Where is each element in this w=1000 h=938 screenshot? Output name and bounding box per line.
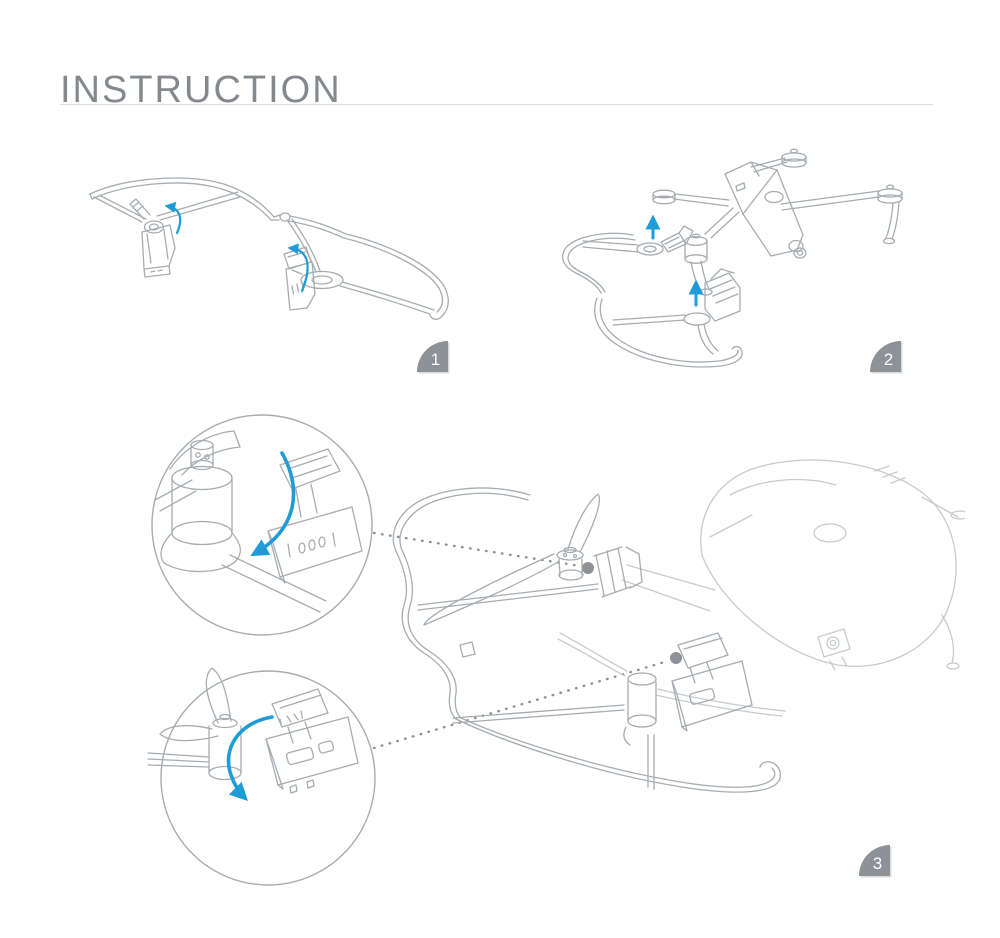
curved-arrow-icon	[164, 201, 182, 235]
title-divider	[60, 104, 933, 105]
locator-dot	[582, 562, 594, 574]
curved-arrow-icon	[250, 451, 296, 557]
figure-step-2-attach-guard	[561, 148, 903, 368]
step-number: 1	[430, 349, 441, 369]
step-badge-1: 1	[417, 341, 448, 372]
dotted-connector-line	[372, 531, 582, 568]
left-guard-half-illustration	[89, 177, 275, 278]
unfold-arrows	[164, 201, 309, 293]
curved-arrow-icon	[287, 243, 309, 293]
page-title: INSTRUCTION	[60, 69, 342, 112]
attach-arrows	[645, 214, 704, 307]
callout-circle-bottom	[147, 667, 376, 886]
drone-illustration	[652, 148, 903, 296]
curved-arrow-icon	[226, 715, 274, 801]
dotted-connector-line	[372, 659, 670, 750]
drone-with-guard-illustration	[392, 459, 965, 793]
callout-circle-top	[151, 414, 373, 636]
callout-connectors	[372, 531, 682, 750]
step-number: 3	[872, 853, 883, 873]
propeller-guard-illustration	[561, 225, 743, 368]
step-number: 2	[883, 349, 894, 369]
figure-step-1-guard-unfold	[89, 177, 449, 320]
locator-dot	[670, 652, 682, 664]
right-guard-half-illustration	[270, 212, 449, 320]
figure-step-3-lock-clamps	[147, 414, 965, 886]
